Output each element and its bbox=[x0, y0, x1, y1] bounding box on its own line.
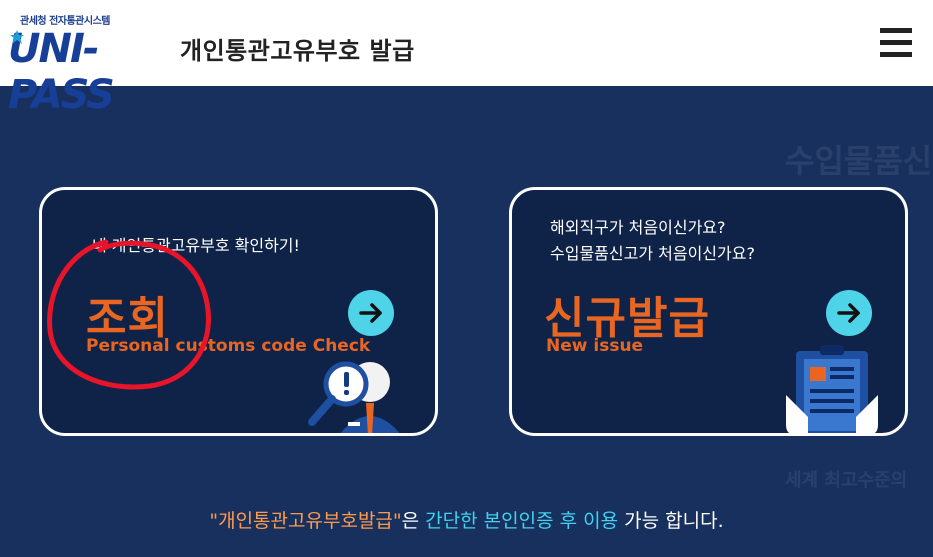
new-card-subtitle-2: 수입물품신고가 처음이신가요? bbox=[550, 244, 755, 263]
new-card-title: 신규발급 bbox=[544, 293, 710, 344]
new-card-subtitle-1: 해외직구가 처음이신가요? bbox=[550, 218, 726, 237]
page-title: 개인통관고유부호 발급 bbox=[180, 37, 415, 65]
clipboard-document-icon bbox=[786, 345, 878, 433]
check-card[interactable]: 내 개인통관고유부호 확인하기! 조회 Personal customs cod… bbox=[39, 187, 438, 436]
top-header: 관세청 전자통관시스템 UNI-PASS 개인통관고유부호 발급 bbox=[0, 0, 933, 118]
background-text-2: 세계 최고수준의 bbox=[785, 470, 908, 491]
check-card-subtitle: 내 개인통관고유부호 확인하기! bbox=[92, 236, 300, 255]
logo-subtitle: 관세청 전자통관시스템 bbox=[20, 16, 110, 27]
check-card-english: Personal customs code Check bbox=[86, 336, 371, 356]
new-issue-card[interactable]: 해외직구가 처음이신가요? 수입물품신고가 처음이신가요? 신규발급 New i… bbox=[509, 187, 908, 436]
new-card-english: New issue bbox=[546, 336, 644, 356]
footer-text-2: 가능 합니다. bbox=[618, 510, 724, 532]
star-icon bbox=[10, 30, 24, 44]
new-arrow-icon[interactable] bbox=[826, 290, 872, 336]
background-text-1: 수입물품신고 bbox=[785, 142, 933, 180]
magnifier-person-icon bbox=[308, 361, 400, 433]
hamburger-menu-icon[interactable] bbox=[876, 26, 914, 60]
footer-quoted-service: "개인통관고유부호발급" bbox=[209, 510, 402, 532]
logo-wordmark: UNI-PASS bbox=[8, 26, 115, 118]
unipass-logo[interactable]: 관세청 전자통관시스템 UNI-PASS bbox=[8, 10, 173, 118]
footer-highlight: 간단한 본인인증 후 이용 bbox=[425, 510, 619, 532]
footer-notice: "개인통관고유부호발급"은 간단한 본인인증 후 이용 가능 합니다. bbox=[0, 506, 933, 533]
footer-text-1: 은 bbox=[401, 510, 426, 532]
check-arrow-icon[interactable] bbox=[348, 290, 394, 336]
